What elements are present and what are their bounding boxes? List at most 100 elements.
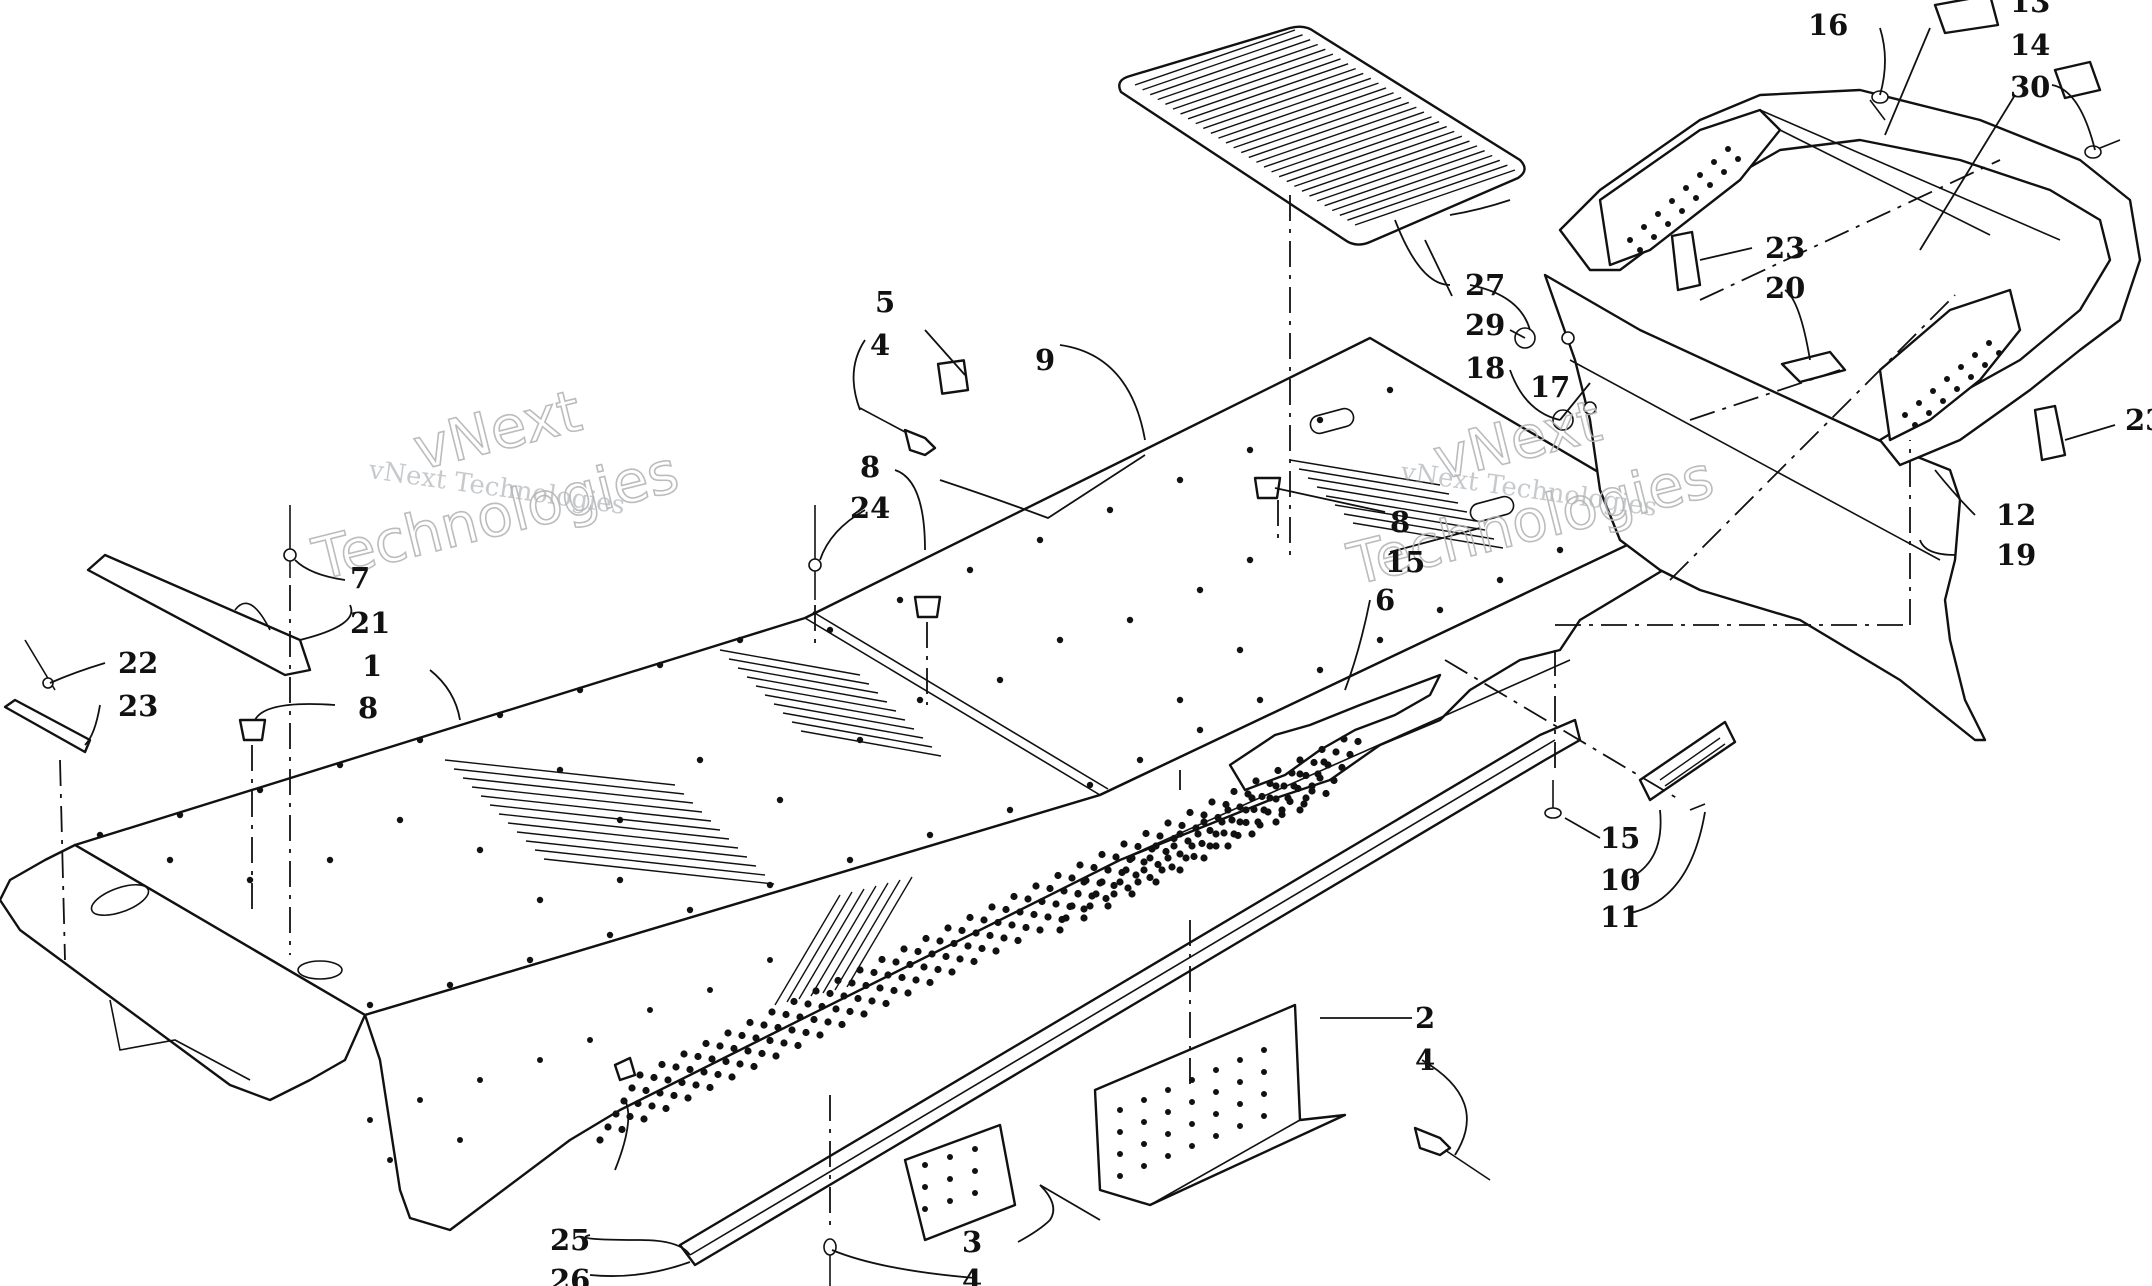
rivet-hole — [1213, 1133, 1219, 1139]
rivet-hole — [947, 1176, 953, 1182]
rivet-hole — [882, 999, 890, 1008]
rivet-hole — [730, 1044, 738, 1053]
rivet-hole — [1076, 861, 1084, 869]
rivet-hole — [988, 903, 996, 911]
rivet-hole — [1926, 410, 1932, 416]
hatch-line — [462, 777, 694, 804]
callout-9: 9 — [1035, 343, 1055, 377]
rivet-hole — [1196, 726, 1204, 734]
rivet-hole — [616, 876, 624, 884]
rivet-hole — [1194, 830, 1202, 838]
rivet-hole — [1302, 771, 1310, 780]
rivet-hole — [1165, 1153, 1171, 1159]
hatch-line — [1343, 513, 1495, 540]
rivet-hole — [1002, 905, 1010, 914]
rivet-hole — [1296, 756, 1304, 764]
rivet-hole — [1332, 748, 1340, 756]
rivet-hole — [1996, 350, 2002, 356]
rivet-hole — [1224, 806, 1232, 814]
watermark-left: vNext Technologies vNext Technologies — [305, 376, 686, 595]
rivet-hole — [1248, 830, 1256, 838]
rivet-hole — [1236, 803, 1244, 811]
rivet-hole — [1261, 1069, 1267, 1075]
rivet-hole — [1128, 890, 1136, 898]
rivet-hole — [1250, 805, 1258, 814]
rivet-hole — [556, 766, 564, 774]
rivet-hole — [1080, 914, 1088, 922]
rivet-hole — [1735, 156, 1741, 162]
callout-20: 21 — [350, 606, 390, 640]
rivet-hole — [1124, 884, 1132, 892]
rivet-hole — [1641, 224, 1647, 230]
rivet-hole — [1176, 476, 1184, 484]
rivet-hole — [922, 934, 930, 943]
callout-23-right: 23 — [2125, 403, 2152, 437]
rivet-hole — [900, 945, 908, 953]
rivet-hole — [1707, 182, 1713, 188]
callout-15-lower: 15 — [1600, 821, 1640, 855]
rivet-hole — [1122, 866, 1130, 874]
rivet-hole — [576, 686, 584, 694]
rivet-hole — [1354, 737, 1362, 746]
rivet-hole — [246, 876, 254, 884]
rivet-hole — [1296, 806, 1304, 814]
rivet-hole — [1669, 198, 1675, 204]
rivet-hole — [1986, 340, 1992, 346]
hatch-line — [1263, 111, 1425, 168]
rivet-hole — [1316, 416, 1324, 424]
rivet-hole — [1944, 376, 1950, 382]
callout-29: 29 — [1465, 308, 1505, 342]
rivet-hole — [1220, 829, 1228, 837]
rivet-hole — [1168, 863, 1176, 871]
rivet-hole — [1721, 169, 1727, 175]
rivet-hole — [1158, 866, 1166, 874]
rivet-hole — [958, 926, 966, 935]
hatch-line — [782, 712, 924, 739]
rivet-hole — [826, 989, 834, 998]
rivet-hole — [1165, 1109, 1171, 1115]
rivet-hole — [1117, 1129, 1123, 1135]
rivet-hole — [1056, 926, 1064, 934]
rivet-hole — [1128, 854, 1136, 862]
rivet-hole — [366, 1001, 374, 1009]
hatch-line — [755, 685, 897, 712]
hatch-line — [1325, 495, 1477, 522]
hatch-line — [773, 703, 915, 730]
rivet-hole — [1230, 787, 1238, 796]
rivet-hole — [642, 1086, 650, 1095]
hatch-line — [1218, 82, 1379, 139]
rivet-hole — [1038, 897, 1046, 906]
part-10-reflector — [1638, 720, 1737, 802]
callout-14: 14 — [2010, 28, 2050, 62]
rivet-hole — [860, 1010, 868, 1018]
rivet-hole — [1054, 871, 1062, 880]
rivet-hole — [1958, 364, 1964, 370]
rivet-hole — [846, 856, 854, 864]
rivet-hole — [680, 1050, 688, 1058]
rivet-hole — [992, 947, 1000, 955]
rivet-hole — [1080, 905, 1088, 913]
hatch-line — [1256, 106, 1417, 163]
rivet-hole — [662, 1104, 670, 1113]
rivet-hole — [1637, 247, 1643, 253]
hatch-line — [498, 813, 730, 840]
rivet-hole — [890, 986, 898, 995]
rivet-hole — [1186, 808, 1194, 817]
rivet-hole — [1302, 794, 1310, 802]
rivet-hole — [1136, 756, 1144, 764]
rivet-hole — [964, 942, 972, 950]
rivet-hole — [1218, 818, 1226, 826]
rivet-hole — [1316, 666, 1324, 674]
rivet-hole — [1496, 576, 1504, 584]
rivet-hole — [1006, 806, 1014, 814]
rivet-hole — [640, 1115, 648, 1123]
rivet-hole — [906, 960, 914, 969]
rivet-hole — [706, 1083, 714, 1092]
rivet-hole — [802, 1028, 810, 1037]
rivet-hole — [1310, 758, 1318, 767]
rivet-hole — [1010, 892, 1018, 901]
rivet-hole — [176, 811, 184, 819]
rivet-hole — [1340, 735, 1348, 743]
rivet-hole — [1330, 776, 1338, 785]
rivet-hole — [736, 636, 744, 644]
